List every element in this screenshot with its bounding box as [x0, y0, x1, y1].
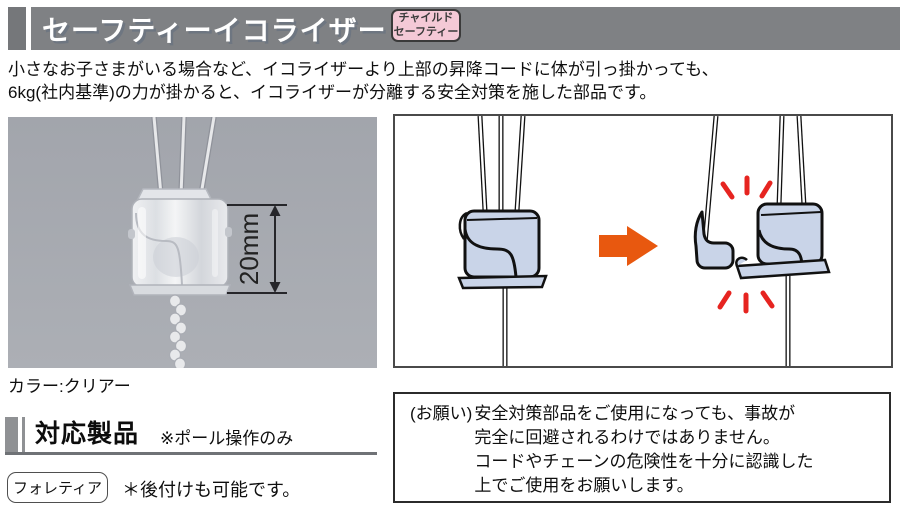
dimension-annotation — [227, 204, 287, 294]
notice-lines: 安全対策部品をご使用になっても、事故が 完全に回避されるわけではありません。 コ… — [474, 402, 879, 495]
child-safety-badge: チャイルド セーフティー — [391, 9, 461, 42]
color-caption: カラー:クリアー — [8, 377, 131, 396]
separation-diagram-graphic — [457, 115, 831, 366]
header-accent-square — [8, 7, 26, 50]
notice-line-1: 安全対策部品をご使用になっても、事故が — [474, 404, 796, 423]
notice-line-2: 完全に回避されるわけではありません。 — [474, 428, 780, 447]
notice-line-4: 上でご使用をお願いします。 — [474, 476, 694, 495]
product-tag-foretia: フォレティア — [7, 472, 108, 503]
separation-arrow — [599, 226, 658, 266]
page-title: セーフティーイコライザー — [42, 14, 387, 46]
intro-paragraph: 小さなお子さまがいる場合など、イコライザーより上部の昇降コードに体が引っ掛かって… — [8, 58, 719, 104]
products-accent-bar — [5, 417, 18, 454]
badge-line-2: セーフティー — [393, 25, 459, 38]
notice-line-3: コードやチェーンの危険性を十分に認識した — [474, 452, 814, 471]
equalizer-separated — [693, 115, 831, 366]
product-photo: 20mm — [8, 116, 377, 371]
clear-equalizer — [128, 188, 232, 296]
intro-line-2: 6kg(社内基準)の力が掛かると、イコライザーが分離する安全対策を施した部品です… — [8, 83, 657, 102]
lift-cords — [151, 116, 217, 196]
notice-prefix: (お願い) — [410, 404, 473, 423]
separation-diagram — [393, 114, 893, 368]
products-heading: 対応製品 — [35, 420, 140, 448]
products-note: ※ポール操作のみ — [160, 429, 294, 448]
dimension-label: 20mm — [234, 213, 264, 285]
badge-line-1: チャイルド — [398, 11, 454, 24]
notice-box: (お願い) 安全対策部品をご使用になっても、事故が 完全に回避されるわけではあり… — [393, 392, 891, 503]
products-divider — [5, 452, 377, 455]
intro-line-1: 小さなお子さまがいる場合など、イコライザーより上部の昇降コードに体が引っ掛かって… — [8, 60, 719, 79]
header-bar: セーフティーイコライザー チャイルド セーフティー — [31, 7, 900, 50]
flash-marks — [717, 175, 775, 314]
product-tag-note: ＊後付けも可能です。 — [122, 480, 301, 500]
products-accent-line — [22, 417, 25, 454]
product-photo-illustration: 20mm — [8, 116, 377, 371]
equalizer-intact — [457, 115, 548, 366]
braided-cord — [168, 294, 188, 371]
